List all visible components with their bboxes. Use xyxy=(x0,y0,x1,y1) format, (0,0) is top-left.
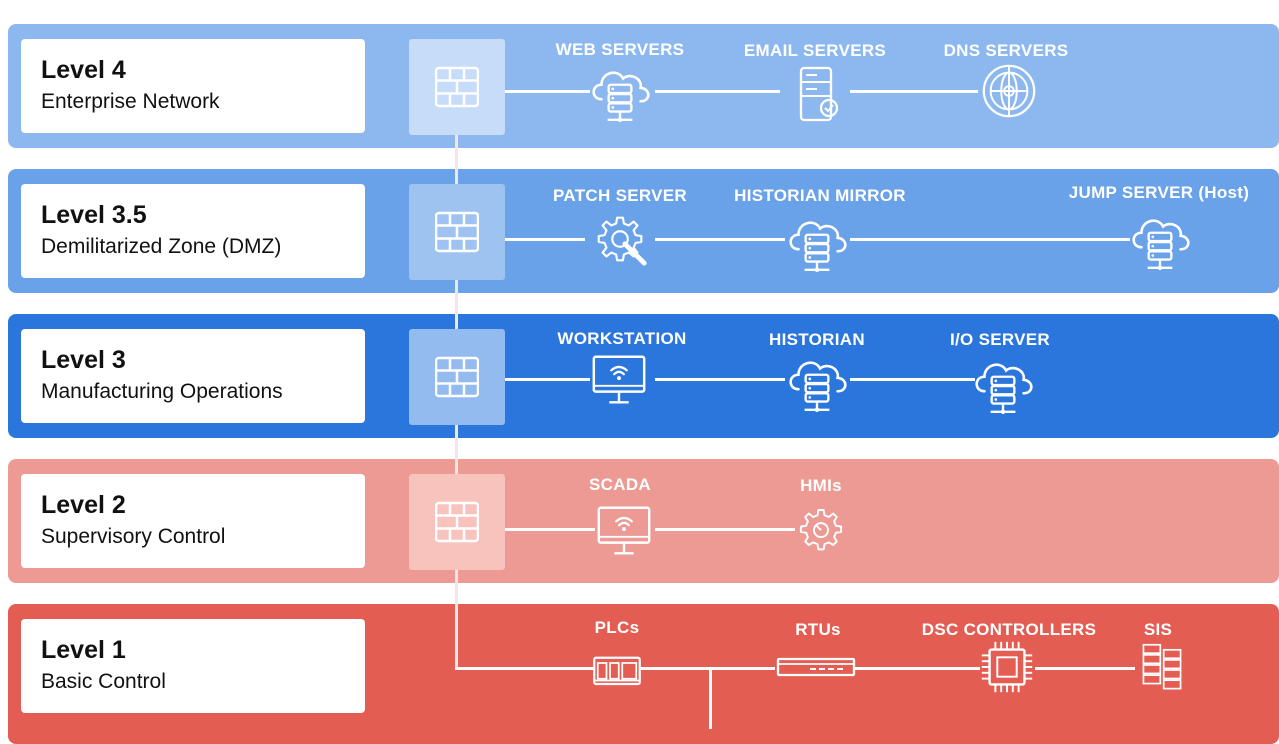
level-title: Level 3 xyxy=(41,346,126,374)
firewall-icon xyxy=(435,210,479,254)
connection-line xyxy=(850,90,978,93)
connection-line xyxy=(850,238,1130,241)
node-label-historian-mirror: HISTORIAN MIRROR xyxy=(734,186,906,205)
node-label-dns-servers: DNS SERVERS xyxy=(943,41,1069,60)
node-label-dsc-controllers: DSC CONTROLLERS xyxy=(921,620,1097,639)
node-label-web-servers: WEB SERVERS xyxy=(555,40,685,59)
node-label-sis: SIS xyxy=(1143,620,1173,639)
level-3-5-label: Level 3.5 Demilitarized Zone (DMZ) xyxy=(21,184,365,278)
node-label-rtus: RTUs xyxy=(795,620,841,639)
level-title: Level 3.5 xyxy=(41,201,147,229)
connection-line xyxy=(505,378,590,381)
cloud-server-icon xyxy=(784,350,850,416)
node-label-patch-server: PATCH SERVER xyxy=(553,186,687,205)
level-2-firewall xyxy=(409,474,505,570)
connection-line xyxy=(655,528,795,531)
firewall-icon xyxy=(435,500,479,544)
gear-wrench-icon xyxy=(590,208,652,270)
firewall-icon xyxy=(435,65,479,109)
node-label-workstation: WORKSTATION xyxy=(557,329,687,348)
cloud-server-icon xyxy=(587,60,653,126)
level-3-label: Level 3 Manufacturing Operations xyxy=(21,329,365,423)
node-label-hmis: HMIs xyxy=(800,476,842,495)
plc-icon xyxy=(589,642,645,698)
level-title: Level 1 xyxy=(41,636,126,664)
node-label-email-servers: EMAIL SERVERS xyxy=(743,41,887,60)
connection-line xyxy=(505,90,590,93)
connection-line xyxy=(505,238,585,241)
firewall-icon xyxy=(435,355,479,399)
connection-line xyxy=(850,378,975,381)
connection-line xyxy=(655,378,785,381)
connection-line xyxy=(655,238,785,241)
monitor-wifi-icon xyxy=(588,349,650,411)
connection-line xyxy=(455,667,595,670)
level-title: Level 4 xyxy=(41,56,126,84)
level-3-firewall xyxy=(409,329,505,425)
connection-line xyxy=(655,90,780,93)
node-label-plcs: PLCs xyxy=(594,618,640,637)
level-1-drop-line xyxy=(709,669,712,729)
level-subtitle: Demilitarized Zone (DMZ) xyxy=(41,235,282,258)
level-4-firewall xyxy=(409,39,505,135)
server-rack-icon xyxy=(1135,638,1189,692)
level-title: Level 2 xyxy=(41,491,126,519)
rack-unit-icon xyxy=(775,655,857,679)
globe-icon xyxy=(978,60,1040,122)
level-subtitle: Enterprise Network xyxy=(41,90,220,113)
level-3-5-firewall xyxy=(409,184,505,280)
node-label-io-server: I/O SERVER xyxy=(950,330,1050,349)
email-server-icon xyxy=(785,62,849,126)
connection-line xyxy=(1035,667,1135,670)
level-4-label: Level 4 Enterprise Network xyxy=(21,39,365,133)
node-label-historian: HISTORIAN xyxy=(769,330,865,349)
chip-icon xyxy=(976,636,1038,698)
cloud-server-icon xyxy=(970,352,1036,418)
connection-line xyxy=(855,667,980,670)
cloud-server-icon xyxy=(784,210,850,276)
connection-line xyxy=(505,528,595,531)
level-2-label: Level 2 Supervisory Control xyxy=(21,474,365,568)
node-label-jump-server: JUMP SERVER (Host) xyxy=(1068,183,1250,202)
node-label-scada: SCADA xyxy=(589,475,651,494)
cloud-server-icon xyxy=(1127,208,1193,274)
level-subtitle: Manufacturing Operations xyxy=(41,380,283,403)
gear-icon xyxy=(793,503,849,559)
level-subtitle: Basic Control xyxy=(41,670,166,693)
monitor-wifi-icon xyxy=(593,500,655,562)
level-subtitle: Supervisory Control xyxy=(41,525,226,548)
connection-line xyxy=(640,667,775,670)
level-1-label: Level 1 Basic Control xyxy=(21,619,365,713)
